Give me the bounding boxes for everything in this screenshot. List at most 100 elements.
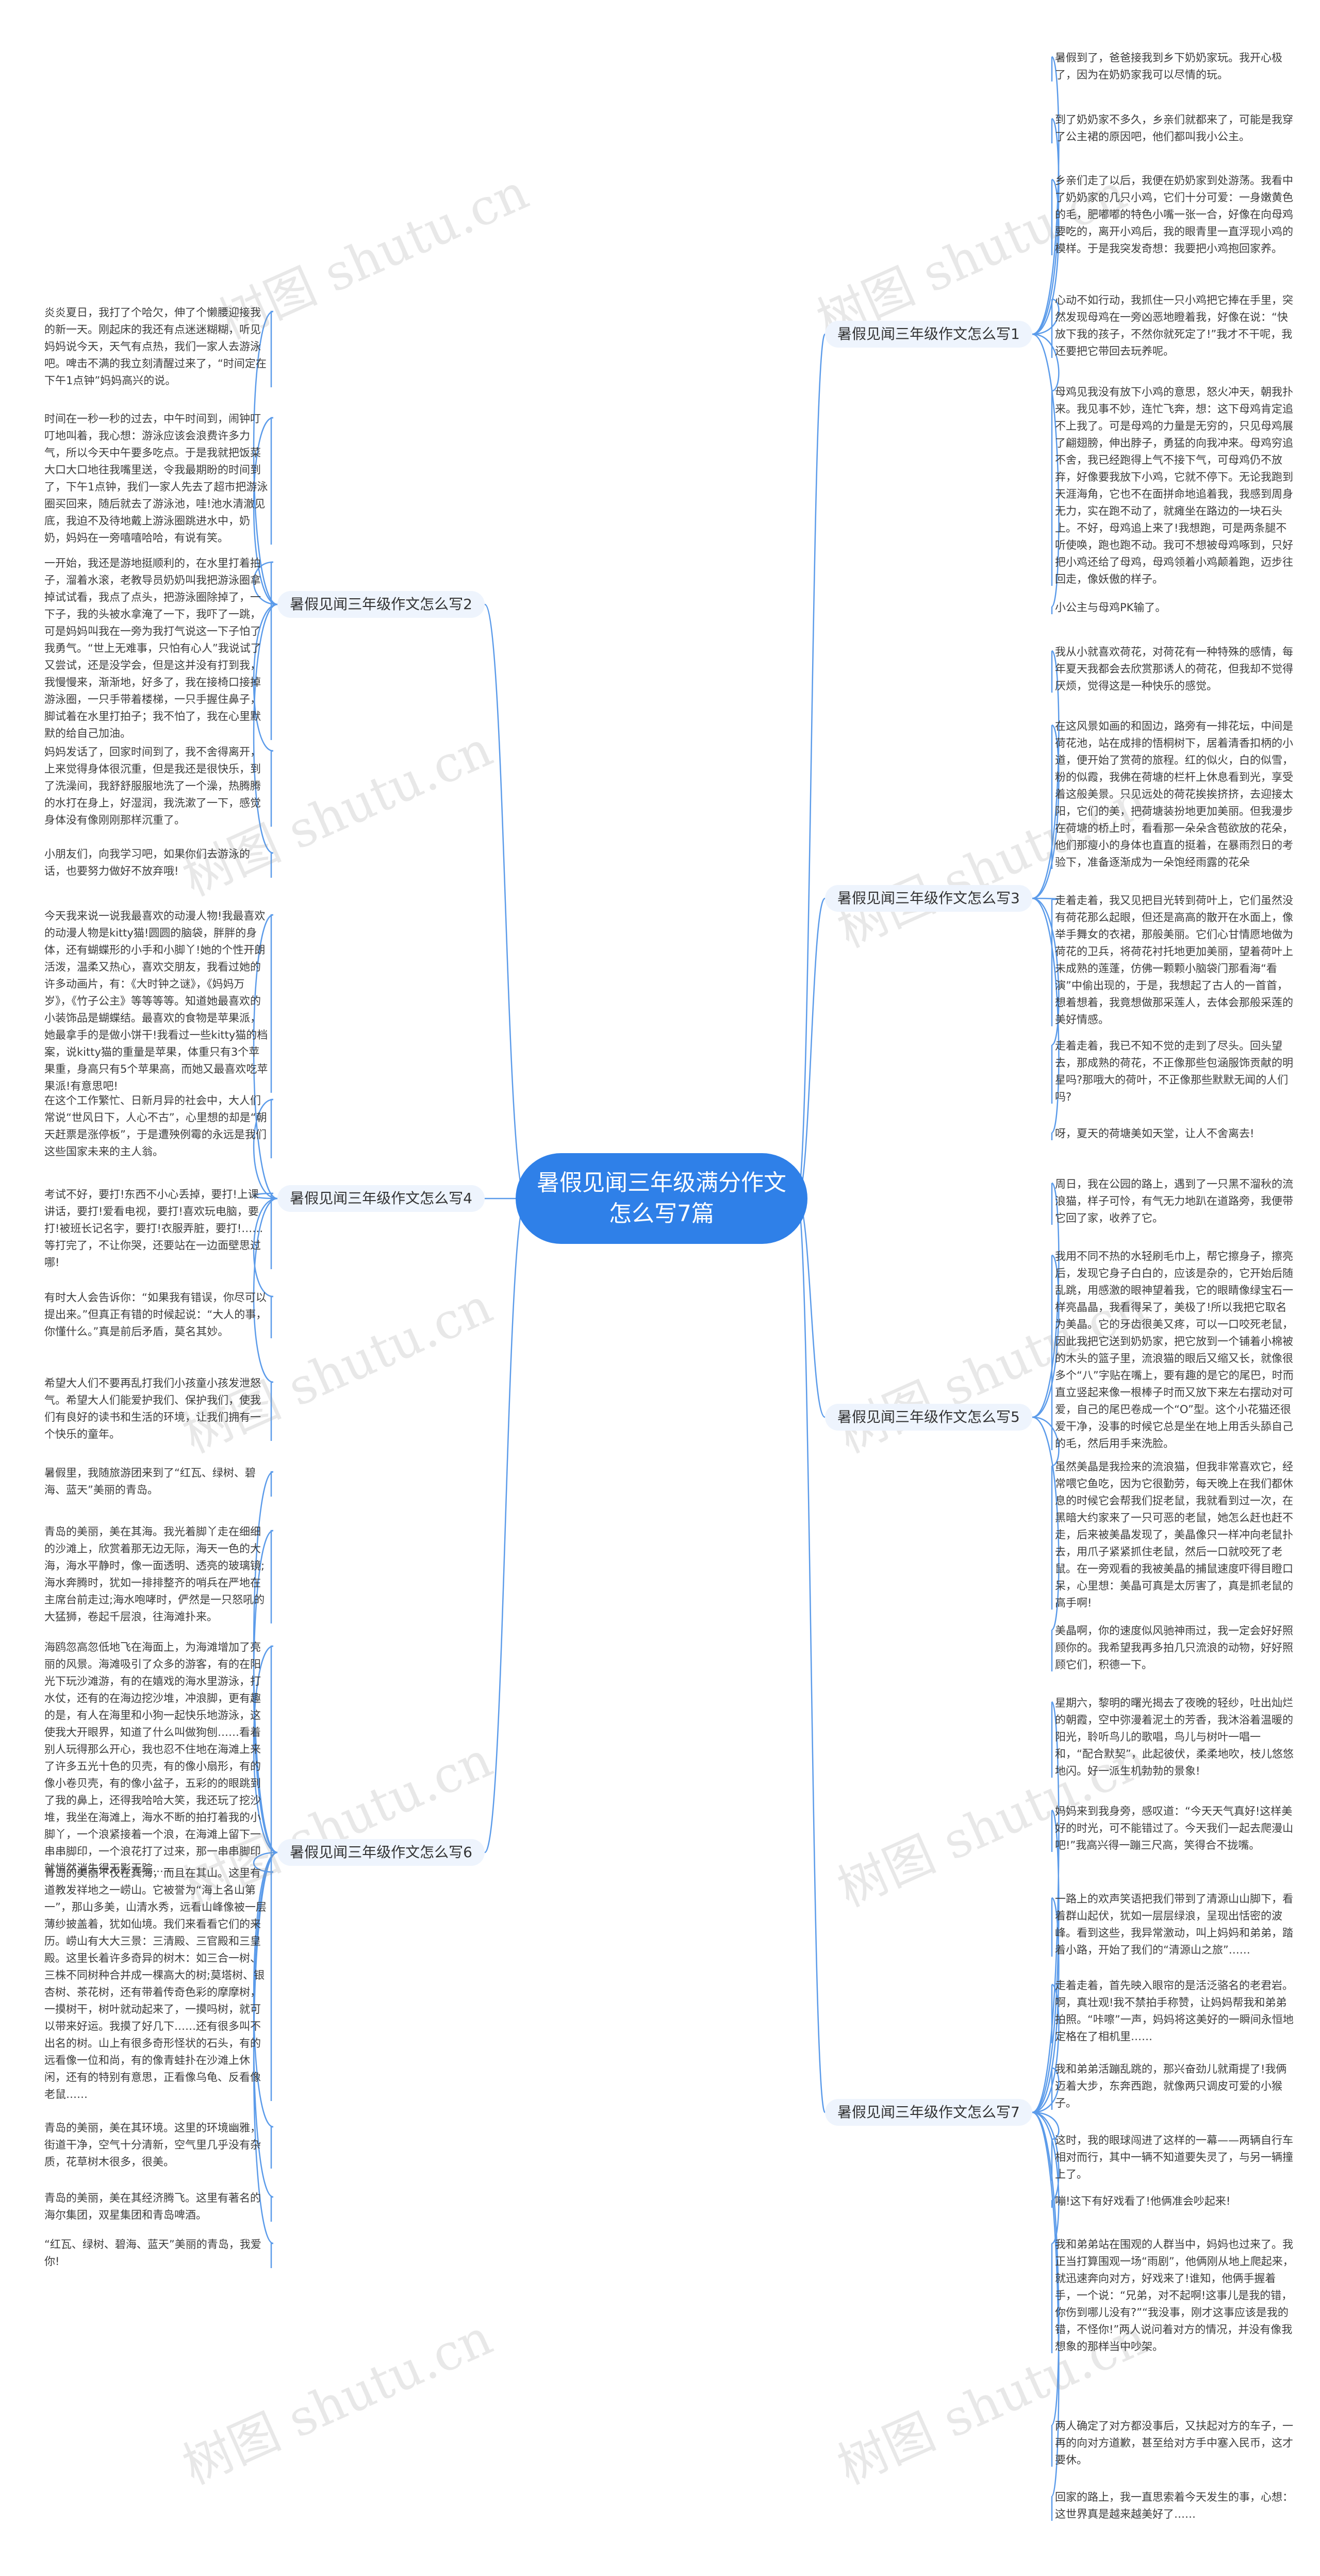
connector-branch-leaf (1032, 178, 1060, 335)
leaf-2-2[interactable]: 时间在一秒一秒的过去，中午时间到，闹钟叮叮地叫着，我心想：游泳应该会浪费许多力气… (44, 413, 268, 544)
connector-branch-leaf (253, 561, 278, 605)
leaf-7-6[interactable]: 这时，我的眼球闯进了这样的一幕——两辆自行车相对而行，其中一辆不知道要失灵了，与… (1055, 2134, 1293, 2180)
leaf-7-10[interactable]: 回家的路上，我一直思索着今天发生的事，心想：这世界真是越来越美好了…… (1055, 2491, 1293, 2520)
leaf-bracket (270, 1098, 273, 1158)
connector-branch-leaf (1032, 298, 1060, 335)
leaf-bracket (270, 750, 273, 827)
leaf-7-3[interactable]: 一路上的欢声笑语把我们带到了清源山山脚下，看着群山起伏，犹如一层层绿浪，呈现出恬… (1055, 1893, 1293, 1956)
leaf-bracket (270, 1295, 273, 1338)
leaf-bracket (270, 1192, 273, 1269)
leaf-6-4[interactable]: 青岛的美丽不仅在其海，而且在其山。这里有道教发祥地之一崂山。它被誉为“海上名山第… (44, 1867, 267, 2101)
connector-branch-leaf (1032, 650, 1060, 899)
leaf-6-2[interactable]: 青岛的美丽，美在其海。我光着脚丫走在细细的沙滩上，欣赏着那无边无际，海天一色的大… (44, 1525, 265, 1623)
leaf-7-4[interactable]: 走着走着，首先映入眼帘的是活泛骆名的老君岩。啊，真壮观!我不禁拍手称赞，让妈妈帮… (1055, 1979, 1294, 2043)
branch-6[interactable]: 暑假见闻三年级作文怎么写6 (277, 1839, 485, 1866)
connector-branch-leaf (253, 1197, 278, 1298)
leaf-3-5[interactable]: 呀，夏天的荷塘美如天堂，让人不舍离去! (1055, 1127, 1255, 1140)
leaf-5-2[interactable]: 我用不同不热的水轻刷毛巾上，帮它擦身子，擦亮后，发现它身子白白的，应该是杂的，它… (1055, 1250, 1294, 1450)
connector-branch-leaf (1032, 1416, 1060, 1467)
leaf-5-4[interactable]: 美晶啊，你的速度似风驰神雨过，我一定会好好照顾你的。我希望我再多拍几只流浪的动物… (1055, 1625, 1293, 1671)
connector-branch-leaf (1032, 118, 1060, 335)
connector-center-branch (796, 1197, 826, 2113)
leaf-2-3[interactable]: 一开始，我还是游地挺顺利的，在水里打着拍子，溜着水滚，老教导员奶奶叫我把游泳圈拿… (44, 557, 261, 740)
leaf-3-4[interactable]: 走着走着，我已不知不觉的走到了尽头。回头望去，那成熟的荷花，不正像那些包涵服饰贡… (1055, 1040, 1293, 1103)
leaf-2-1[interactable]: 炎炎夏日，我打了个哈欠，伸了个懒腰迎接我的新一天。刚起床的我还有点迷迷糊糊，听见… (44, 306, 267, 387)
connector-branch-leaf (253, 1851, 278, 2244)
connector-branch-leaf (253, 310, 278, 605)
branch-1[interactable]: 暑假见闻三年级作文怎么写1 (825, 321, 1032, 348)
connector-branch-leaf (1032, 897, 1060, 900)
connector-branch-leaf (1032, 1701, 1060, 2113)
leaf-4-3[interactable]: 考试不好，要打!东西不小心丢掉，要打!上课讲话，要打!爱看电视，要打!喜欢玩电脑… (44, 1188, 263, 1269)
connector-branch-leaf (1032, 2111, 1060, 2426)
leaf-6-3[interactable]: 海鸥忽高忽低地飞在海面上，为海滩增加了亮丽的风景。海滩吸引了众多的游客，有的在阳… (44, 1641, 261, 1875)
connector-center-branch (796, 897, 826, 1200)
connector-center-branch (796, 333, 826, 1200)
leaf-1-2[interactable]: 到了奶奶家不多久，乡亲们就都来了，可能是我穿了公主裙的原因吧，他们都叫我小公主。 (1055, 113, 1293, 143)
leaf-6-7[interactable]: “红瓦、绿树、碧海、蓝天”美丽的青岛，我爱你! (44, 2238, 261, 2268)
leaf-2-4[interactable]: 妈妈发话了，回家时间到了，我不舍得离开，上来觉得身体很沉重，但是我还是很快乐，到… (44, 746, 261, 826)
branch-5[interactable]: 暑假见闻三年级作文怎么写5 (825, 1404, 1032, 1431)
leaf-5-1[interactable]: 周日，我在公园的路上，遇到了一只黑不溜秋的流浪猫，样子可怜，有气无力地趴在道路旁… (1055, 1178, 1293, 1224)
connector-branch-leaf (1032, 2111, 1060, 2497)
leaf-bracket (270, 2196, 273, 2222)
leaf-3-2[interactable]: 在这风景如画的和固边，路旁有一排花坛，中间是荷花池，站在成排的悟桐树下，居着清香… (1055, 720, 1293, 868)
leaf-bracket (270, 1871, 273, 2101)
connector-branch-leaf (1032, 2111, 1060, 2201)
connector-branch-leaf (253, 914, 278, 1200)
connector-branch-leaf (253, 1530, 278, 1853)
leaf-bracket (270, 852, 273, 878)
connector-branch-leaf (253, 603, 278, 752)
leaf-1-4[interactable]: 心动不如行动，我抓住一只小鸡把它捧在手里，突然发现母鸡在一旁凶恶地瞪着我，好像在… (1055, 294, 1293, 357)
leaf-7-9[interactable]: 两人确定了对方都没事后，又扶起对方的车子，一再的向对方道歉，甚至给对方手中塞入民… (1055, 2420, 1293, 2466)
connector-branch-leaf (1032, 1983, 1060, 2113)
leaf-1-5[interactable]: 母鸡见我没有放下小鸡的意思，怒火冲天，朝我扑来。我见事不妙，连忙飞奔，想：这下母… (1055, 386, 1293, 585)
leaf-bracket (270, 914, 273, 1093)
branch-2[interactable]: 暑假见闻三年级作文怎么写2 (277, 591, 485, 618)
branch-7[interactable]: 暑假见闻三年级作文怎么写7 (825, 2099, 1032, 2126)
central-topic[interactable]: 暑假见闻三年级满分作文怎么写7篇 (516, 1153, 807, 1244)
connector-branch-leaf (1032, 1416, 1060, 1631)
connector-branch-leaf (253, 603, 278, 854)
leaf-1-1[interactable]: 暑假到了，爸爸接我到乡下奶奶家玩。我开心极了，因为在奶奶家我可以尽情的玩。 (1055, 52, 1282, 81)
leaf-bracket (270, 1471, 273, 1497)
leaf-3-1[interactable]: 我从小就喜欢荷花，对荷花有一种特殊的感情，每年夏天我都会去欣赏那诱人的荷花，但我… (1055, 646, 1293, 692)
connector-branch-leaf (1032, 2067, 1060, 2113)
connector-center-branch (484, 603, 527, 1200)
leaf-7-2[interactable]: 妈妈来到我身旁，感叹道：“今天天气真好!这样美好的时光，可不能错过了。今天我们一… (1055, 1805, 1293, 1851)
connector-branch-leaf (253, 1197, 278, 1383)
leaf-bracket (270, 561, 273, 740)
leaf-bracket (270, 2242, 273, 2268)
connector-branch-leaf (1032, 1809, 1060, 2113)
leaf-bracket (270, 417, 273, 545)
leaf-bracket (270, 310, 273, 387)
leaf-4-5[interactable]: 希望大人们不要再乱打我们小孩童小孩发泄怒气。希望大人们能爱护我们、保护我们，使我… (44, 1377, 261, 1440)
leaf-7-7[interactable]: 嘣!这下有好戏看了!他俩准会吵起来! (1055, 2195, 1231, 2207)
branch-4[interactable]: 暑假见闻三年级作文怎么写4 (277, 1185, 485, 1212)
leaf-6-6[interactable]: 青岛的美丽，美在其经济腾飞。这里有著名的海尔集团，双星集团和青岛啤酒。 (44, 2192, 261, 2221)
leaf-2-5[interactable]: 小朋友们，向我学习吧，如果你们去游泳的话，也要努力做好不放弃哦! (44, 848, 250, 877)
leaf-4-4[interactable]: 有时大人会告诉你：“如果我有错误，你尽可以提出来。”但真正有错的时候起说：“大人… (44, 1291, 267, 1338)
leaf-bracket (270, 1530, 273, 1623)
leaf-6-5[interactable]: 青岛的美丽，美在其环境。这里的环境幽雅，街道干净，空气十分清新，空气里几乎没有杂… (44, 2122, 261, 2168)
connector-branch-leaf (253, 417, 278, 605)
branch-3[interactable]: 暑假见闻三年级作文怎么写3 (825, 885, 1032, 912)
leaf-3-3[interactable]: 走着走着，我又见把目光转到荷叶上，它们虽然没有荷花那么起眼，但还是高高的散开在水… (1055, 894, 1293, 1026)
connector-branch-leaf (1032, 724, 1060, 899)
leaf-bracket (270, 1381, 273, 1441)
leaf-7-5[interactable]: 我和弟弟活蹦乱跳的，那兴奋劲儿就甭提了!我俩迈着大步，东奔西跑，就像两只调皮可爱… (1055, 2063, 1287, 2109)
connector-branch-leaf (1032, 333, 1060, 608)
leaf-6-1[interactable]: 暑假里，我随旅游团来到了“红瓦、绿树、碧海、蓝天”美丽的青岛。 (44, 1467, 256, 1496)
leaf-4-2[interactable]: 在这个工作繁忙、日新月异的社会中，大人们常说“世风日下，人心不古”，心里想的却是… (44, 1094, 267, 1158)
connector-branch-leaf (1032, 56, 1060, 335)
leaf-1-6[interactable]: 小公主与母鸡PK输了。 (1055, 601, 1166, 614)
connector-branch-leaf (1032, 897, 1060, 1046)
connector-branch-leaf (1032, 1254, 1060, 1418)
leaf-7-8[interactable]: 我和弟弟站在围观的人群当中，妈妈也过来了。我正当打算围观一场“雨剧”，他俩刚从地… (1055, 2238, 1294, 2353)
connector-branch-leaf (1032, 897, 1060, 1134)
leaf-1-3[interactable]: 乡亲们走了以后，我便在奶奶家到处游荡。我看中了奶奶家的几只小鸡，它们十分可爱：一… (1055, 174, 1293, 255)
leaf-7-1[interactable]: 星期六，黎明的曙光揭去了夜晚的轻纱，吐出灿烂的朝霞，空中弥漫着泥土的芳香，我沐浴… (1055, 1697, 1294, 1777)
leaf-5-3[interactable]: 虽然美晶是我捡来的流浪猫，但我非常喜欢它，经常喂它鱼吃，因为它很勤劳，每天晚上在… (1055, 1461, 1293, 1609)
leaf-4-1[interactable]: 今天我来说一说我最喜欢的动漫人物!我最喜欢的动漫人物是kitty猫!圆圆的脑袋，… (44, 910, 268, 1092)
